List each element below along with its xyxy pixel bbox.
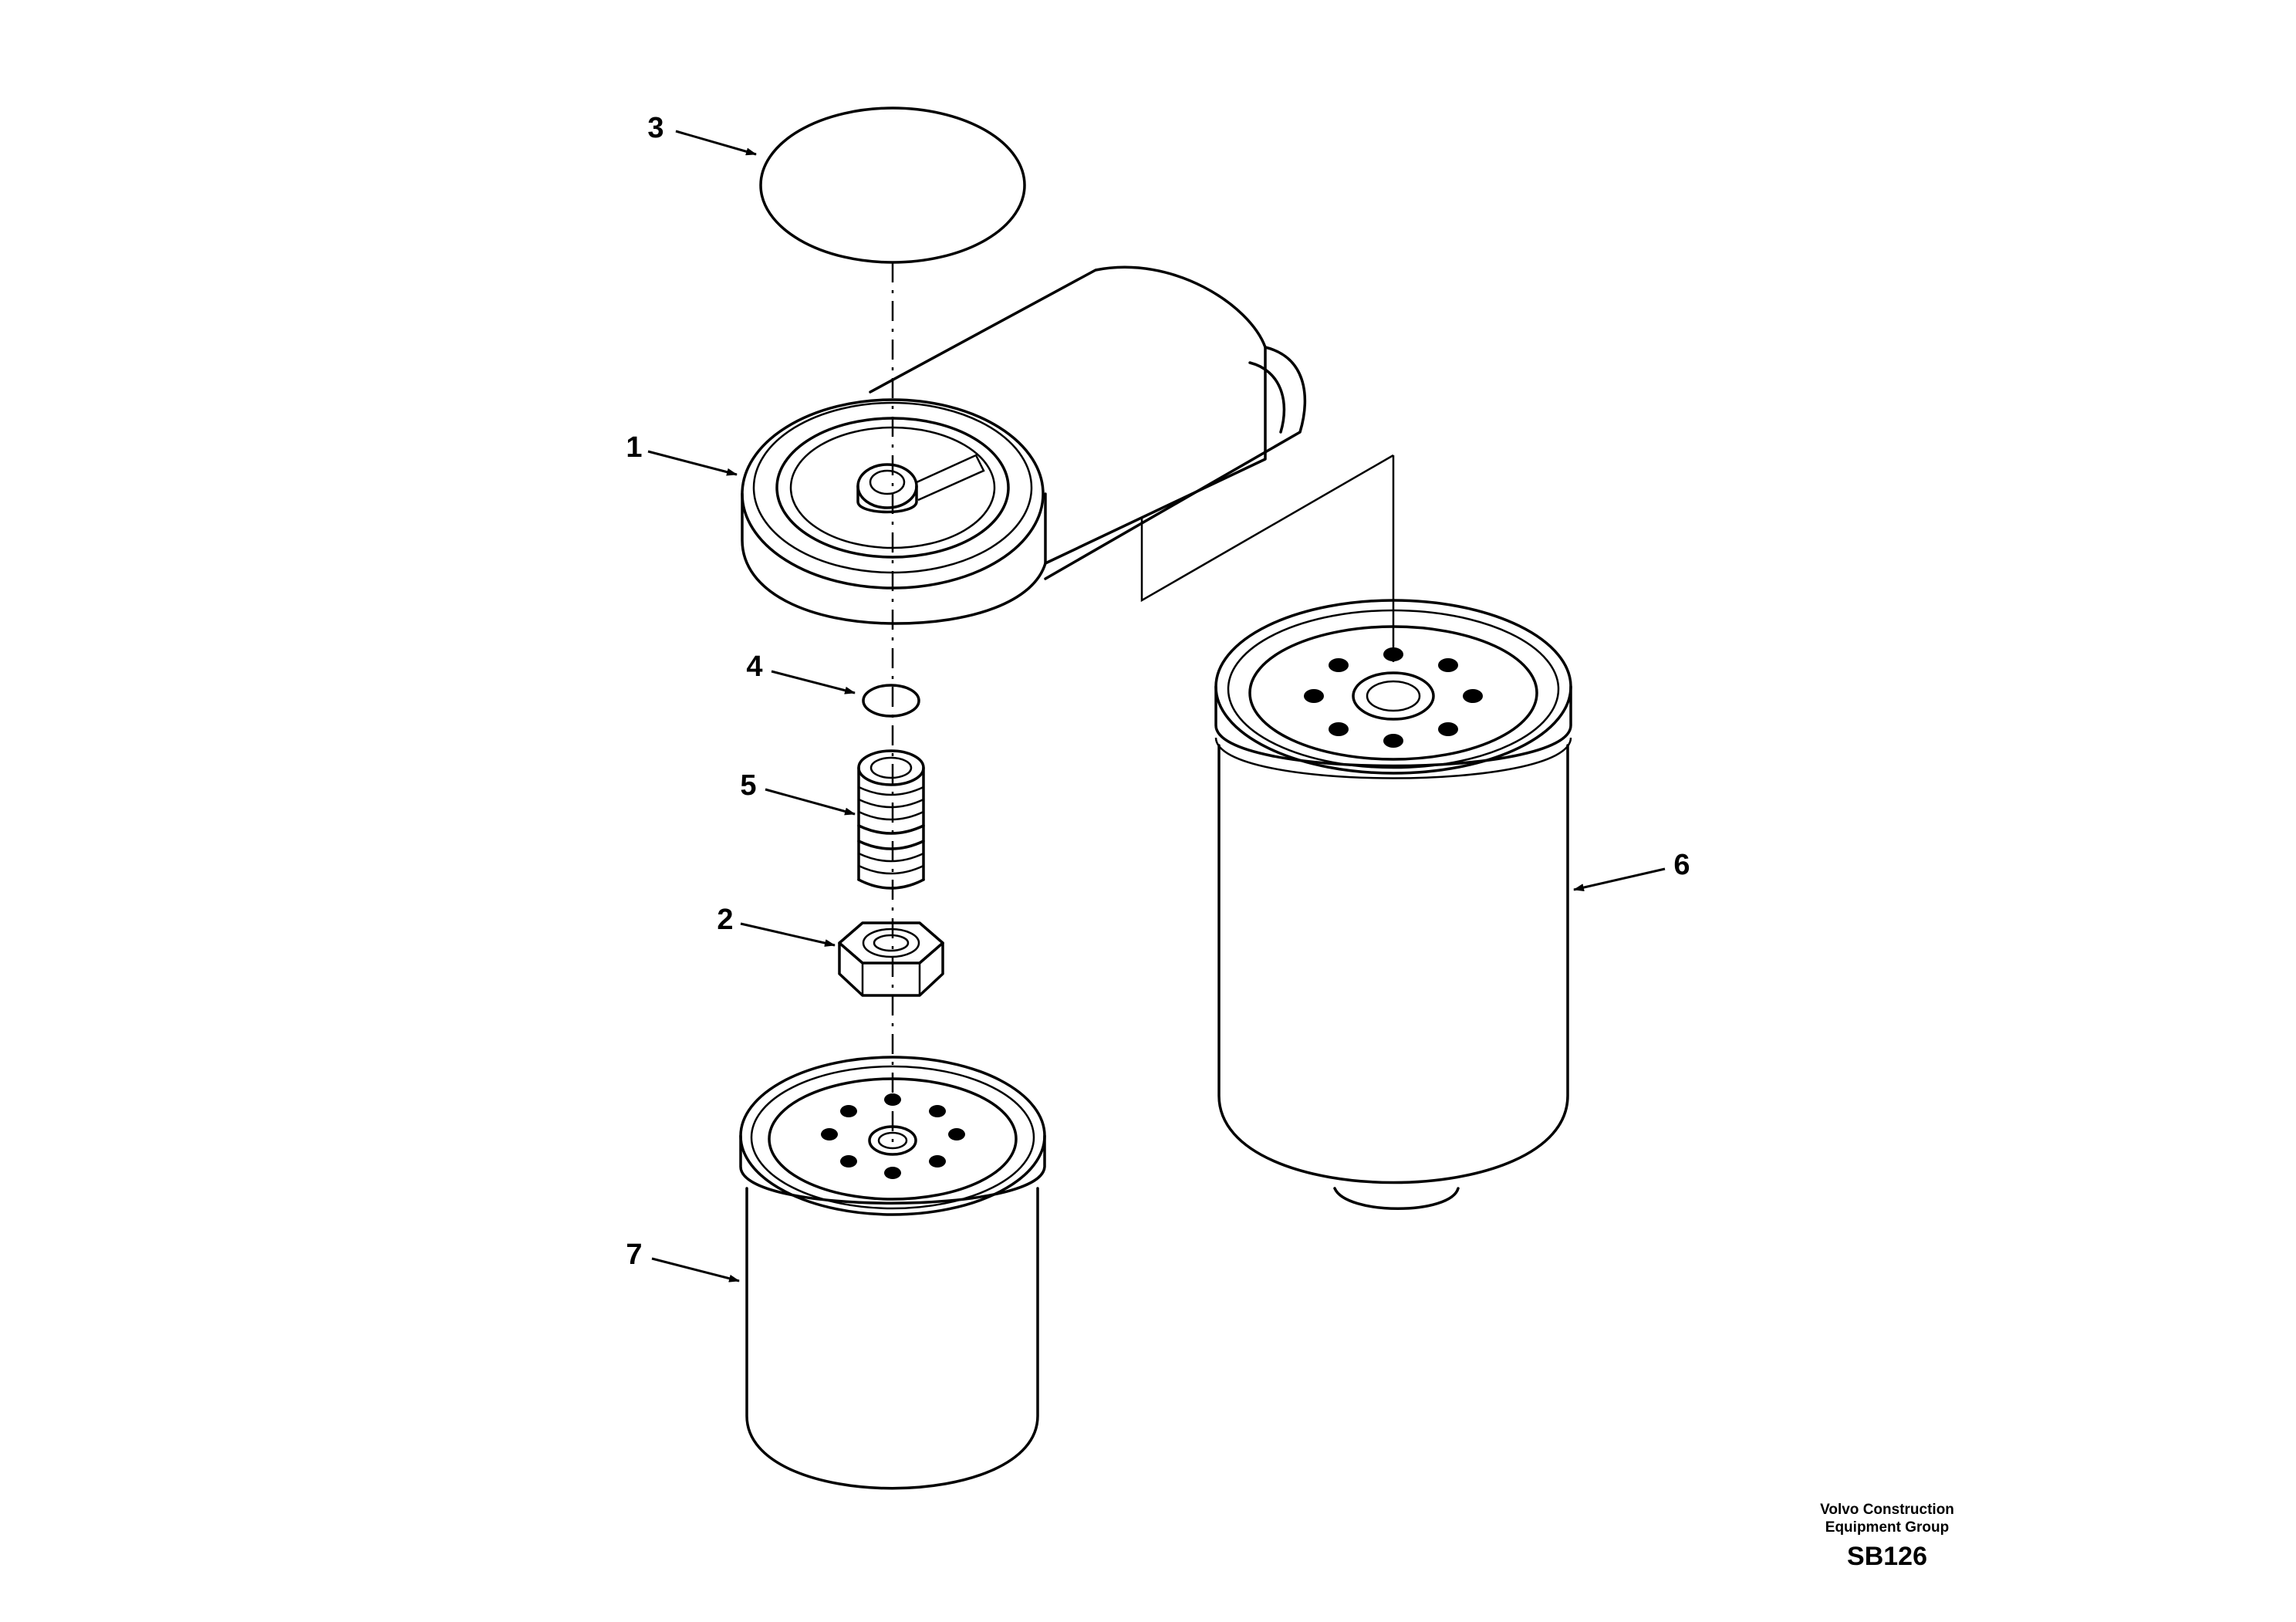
- part-7-small-filter: [739, 1056, 1046, 1490]
- title-block-line1: Volvo Construction: [1820, 1502, 1954, 1518]
- part-1-filter-head: [741, 265, 1307, 625]
- callout-5: 5: [740, 769, 756, 802]
- title-block: Volvo Construction Equipment Group SB126: [1820, 1502, 1954, 1571]
- callout-7: 7: [626, 1238, 642, 1271]
- part-6-large-filter: [1214, 599, 1572, 1210]
- part-5-threaded-nipple: [857, 749, 925, 890]
- part-2-hex-nut: [838, 921, 944, 997]
- callout-2: 2: [717, 904, 733, 936]
- callout-6: 6: [1673, 849, 1690, 881]
- callout-4: 4: [746, 650, 762, 683]
- callout-3: 3: [647, 112, 663, 144]
- part-3-cover-disc: [759, 106, 1026, 264]
- leader-arrows: [647, 130, 1666, 1282]
- part-4-o-ring: [862, 684, 920, 718]
- title-block-code: SB126: [1847, 1542, 1927, 1571]
- callout-1: 1: [626, 431, 642, 464]
- title-block-line2: Equipment Group: [1825, 1519, 1949, 1536]
